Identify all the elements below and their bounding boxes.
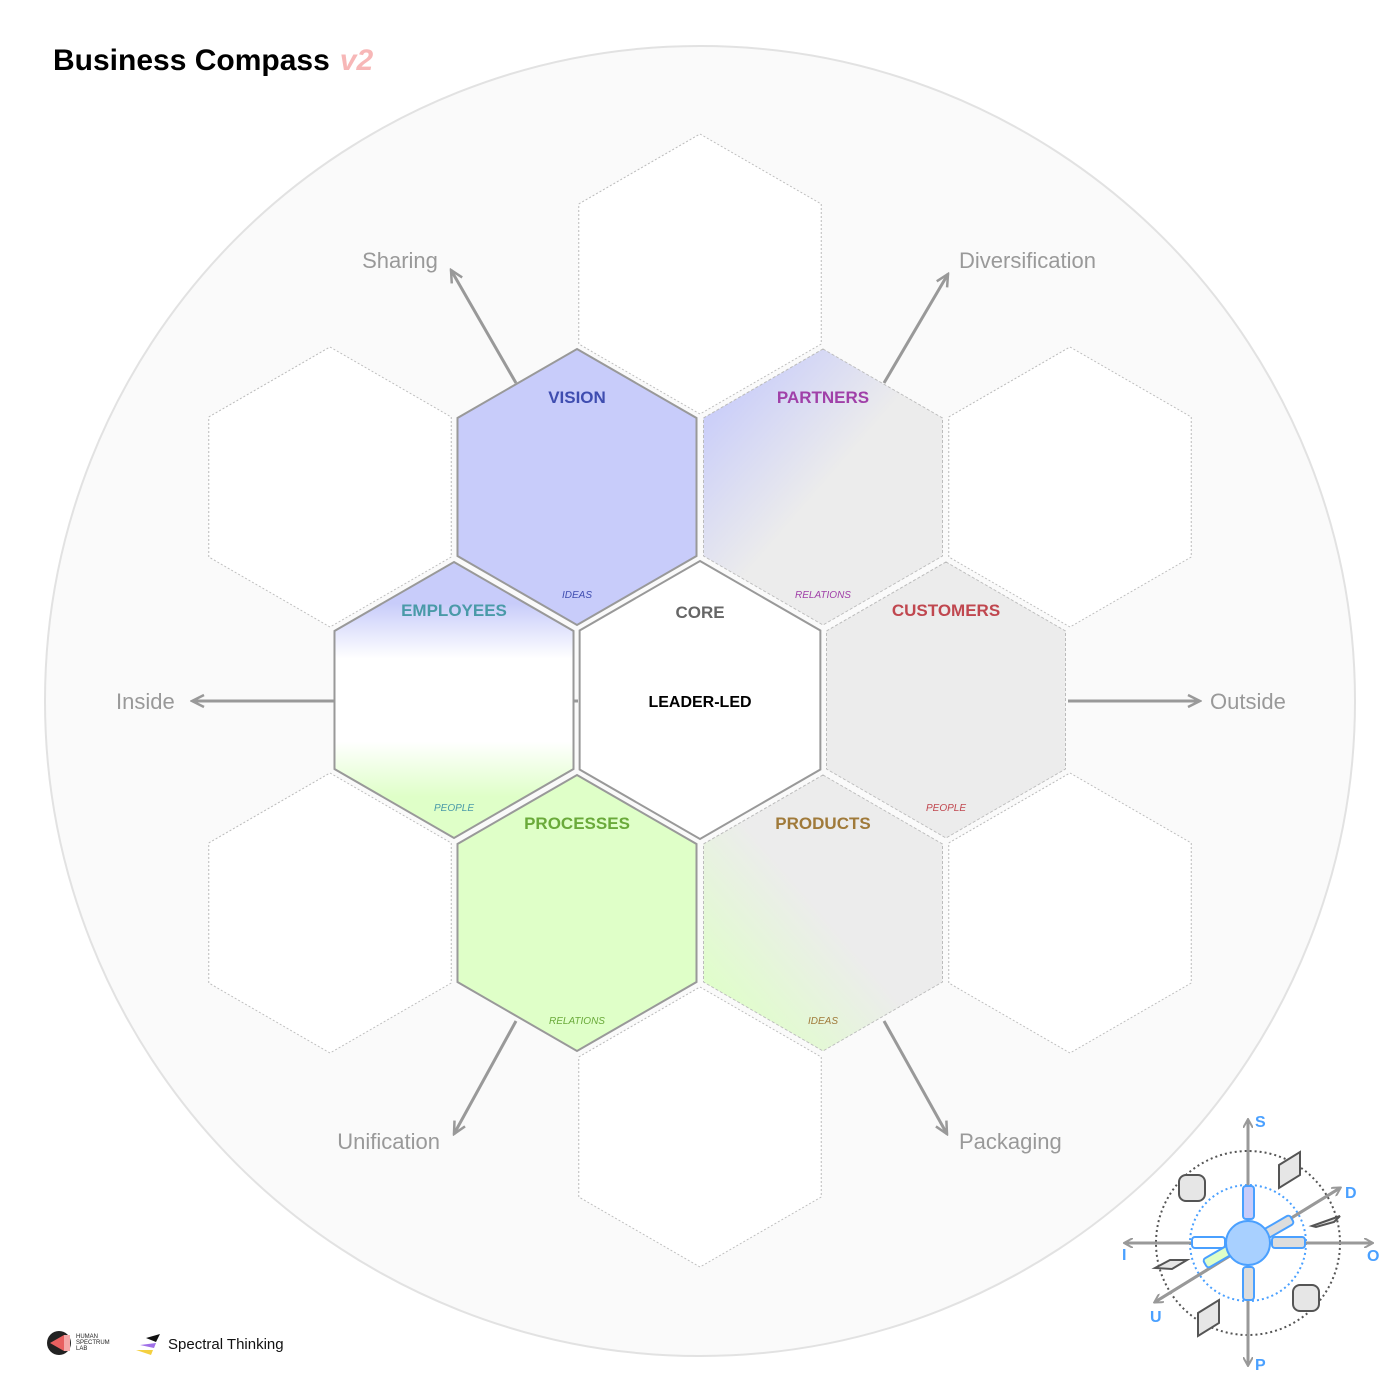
cell-partners[interactable] <box>702 348 944 626</box>
cell-employees[interactable] <box>333 560 575 840</box>
empty-outer-cell[interactable] <box>948 346 1192 628</box>
mini-label-o: O <box>1367 1248 1379 1265</box>
lab-logo-text: HUMAN SPECTRUM LAB <box>76 1334 110 1352</box>
mini-label-p: P <box>1255 1357 1266 1374</box>
page-title: Business Compass v2 <box>53 44 373 78</box>
cell-sub-employees: PEOPLE <box>434 803 474 814</box>
direction-diversification: Diversification <box>959 248 1096 273</box>
spectral-thinking-logo: Spectral Thinking <box>136 1332 284 1356</box>
cell-customers[interactable] <box>825 561 1067 839</box>
mini-compass: S D I O U P <box>1122 1114 1379 1374</box>
cell-processes[interactable] <box>456 773 698 1053</box>
cell-products[interactable] <box>702 774 944 1052</box>
cell-title-vision: VISION <box>548 388 606 407</box>
version-badge: v2 <box>339 44 374 77</box>
core-cell[interactable] <box>578 559 822 841</box>
mini-label-u: U <box>1150 1309 1162 1326</box>
cell-title-customers: CUSTOMERS <box>892 601 1000 620</box>
cell-title-processes: PROCESSES <box>524 814 630 833</box>
empty-outer-cell[interactable] <box>208 772 452 1054</box>
cell-title-partners: PARTNERS <box>777 388 869 407</box>
spectral-logo-icon <box>136 1334 160 1355</box>
cell-sub-processes: RELATIONS <box>549 1016 605 1027</box>
cell-sub-customers: PEOPLE <box>926 803 966 814</box>
cell-sub-vision: IDEAS <box>562 590 592 601</box>
mini-label-s: S <box>1255 1114 1266 1131</box>
empty-outer-cell[interactable] <box>948 772 1192 1054</box>
direction-packaging: Packaging <box>959 1129 1062 1154</box>
cell-title-employees: EMPLOYEES <box>401 601 507 620</box>
mini-label-i: I <box>1122 1247 1126 1264</box>
lab-logo-icon <box>47 1331 71 1355</box>
core-title: CORE <box>675 603 724 622</box>
empty-outer-cell[interactable] <box>208 346 452 628</box>
direction-unification: Unification <box>337 1129 440 1154</box>
direction-inside: Inside <box>116 689 175 714</box>
direction-sharing: Sharing <box>362 248 438 273</box>
cell-vision[interactable] <box>456 347 698 627</box>
empty-outer-cell[interactable] <box>578 986 822 1268</box>
direction-outside: Outside <box>1210 689 1286 714</box>
empty-outer-cell[interactable] <box>578 133 822 415</box>
spectral-logo-text: Spectral Thinking <box>168 1335 284 1353</box>
human-spectrum-lab-logo: HUMAN SPECTRUM LAB <box>46 1330 116 1356</box>
mini-label-d: D <box>1345 1185 1357 1202</box>
cell-sub-partners: RELATIONS <box>795 590 851 601</box>
core-value: LEADER-LED <box>648 694 751 711</box>
cell-title-products: PRODUCTS <box>775 814 870 833</box>
cell-sub-products: IDEAS <box>808 1016 838 1027</box>
title-text: Business Compass <box>53 44 330 77</box>
